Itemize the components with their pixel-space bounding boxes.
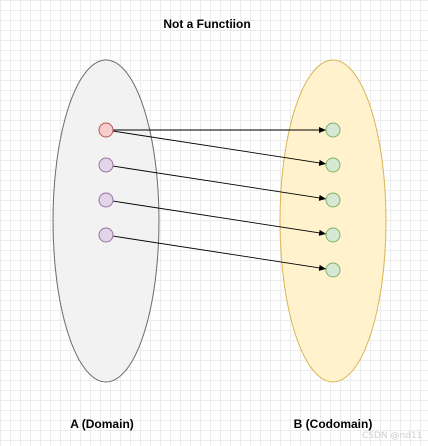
domain-element-a1 [98, 122, 114, 138]
watermark-text: CSDN @nd11 [362, 431, 422, 441]
mapping-arrow-a3-to-b4 [112, 200, 327, 236]
codomain-set-ellipse [279, 59, 387, 383]
mapping-arrow-a1-to-b2 [112, 130, 327, 166]
set-elements [98, 122, 341, 278]
domain-element-a4 [98, 227, 114, 243]
codomain-element-b3 [325, 192, 341, 208]
domain-element-a2 [98, 157, 114, 173]
mapping-arrow-a2-to-b3 [112, 165, 327, 201]
codomain-element-b4 [325, 227, 341, 243]
codomain-label: B (Codomain) [294, 417, 373, 431]
codomain-element-b1 [325, 122, 341, 138]
domain-label: A (Domain) [70, 417, 134, 431]
diagram-title: Not a Functiion [163, 17, 250, 31]
mapping-arrow-a4-to-b5 [112, 235, 327, 271]
codomain-element-b5 [325, 262, 341, 278]
domain-element-a3 [98, 192, 114, 208]
domain-set-ellipse [52, 59, 160, 383]
codomain-element-b2 [325, 157, 341, 173]
mapping-arrows [112, 127, 327, 271]
